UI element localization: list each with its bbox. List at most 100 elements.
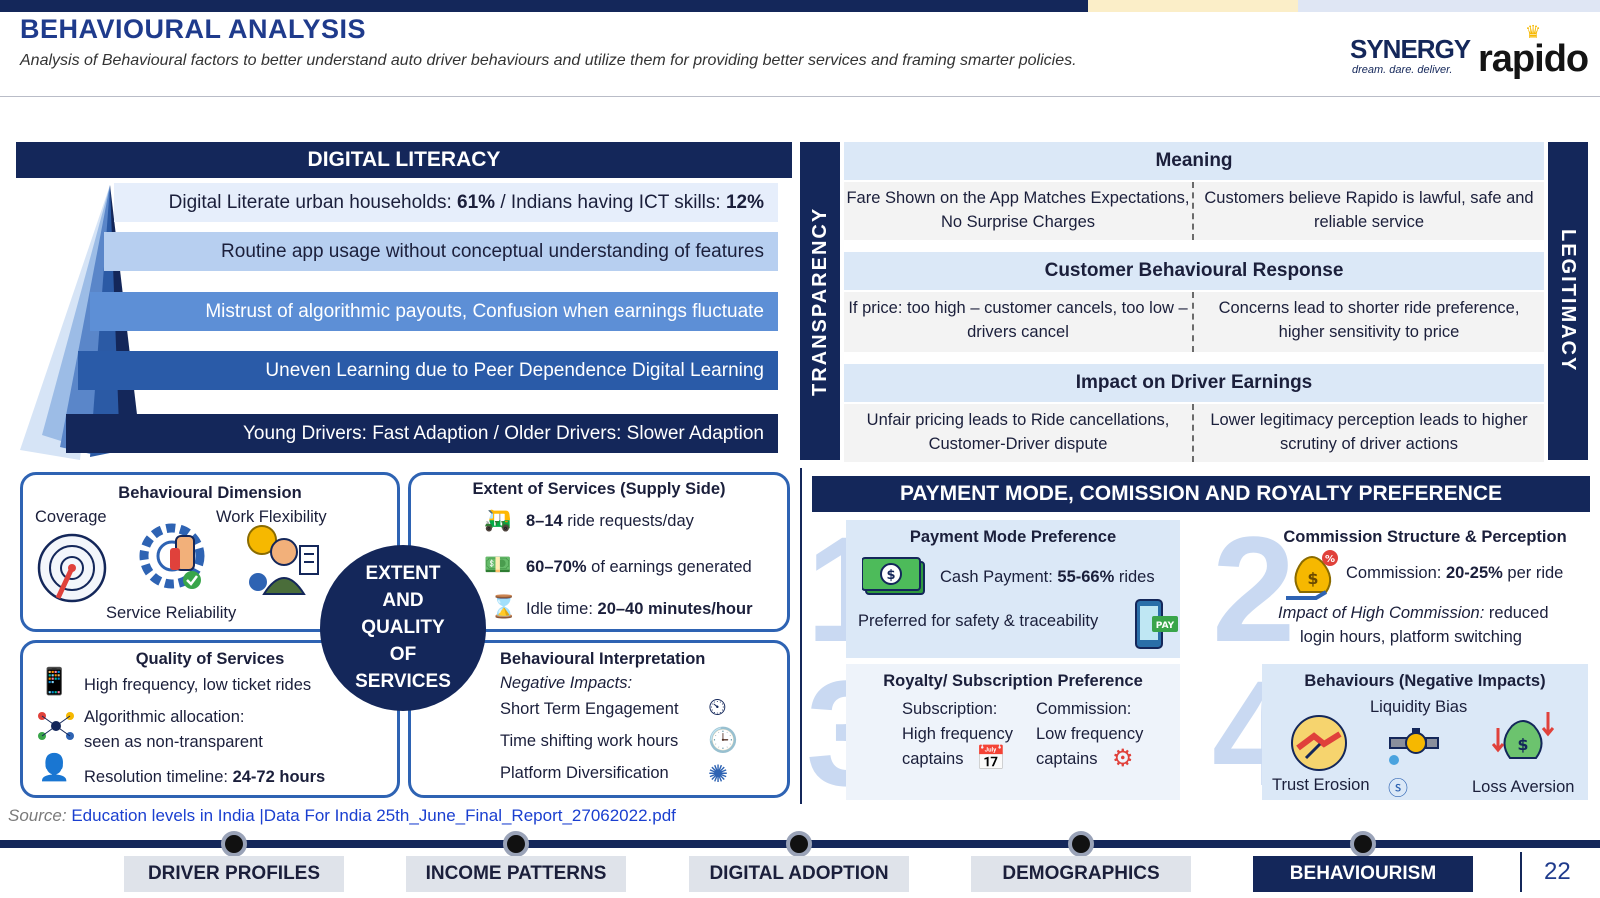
digital-literacy-row-5: Young Drivers: Fast Adaption / Older Dri… (66, 414, 778, 453)
source-link-data-for-india[interactable]: Education levels in India |Data For Indi… (71, 806, 372, 825)
trust-handshake-icon (1291, 715, 1347, 771)
dl-row1-mid: / Indians having ICT skills: (495, 192, 726, 213)
payment-mode-heading: Payment Mode Preference (909, 528, 1117, 546)
royalty-heading: Royalty/ Subscription Preference (883, 672, 1143, 690)
impact-transparency-cell: Unfair pricing leads to Ride cancellatio… (844, 404, 1192, 462)
synergy-logo: SYNERGY (1350, 34, 1471, 64)
cash-icon: $ (862, 557, 925, 595)
network-nodes-icon (38, 712, 74, 740)
timeline-dot-5 (1350, 831, 1376, 857)
hourglass-icon: ⌛ (490, 594, 518, 619)
clock-briefcase-icon: 🕒 (708, 727, 738, 754)
top-accent-bar-light (1298, 0, 1600, 12)
meaning-heading: Meaning (844, 142, 1544, 180)
work-flexibility-label: Work Flexibility (216, 508, 327, 526)
synergy-logo-tagline: dream. dare. deliver. (1352, 64, 1453, 76)
meaning-legitimacy-cell: Customers believe Rapido is lawful, safe… (1192, 182, 1544, 240)
quality-services-heading: Quality of Services (135, 650, 285, 668)
money-stack-icon: 💵 (484, 552, 512, 577)
liquidity-bias-label: Liquidity Bias (1370, 698, 1468, 716)
circle-line-2: AND (382, 590, 424, 611)
negative-behaviours-heading: Behaviours (Negative Impacts) (1304, 672, 1546, 690)
flexibility-gear-hand-icon (139, 523, 205, 589)
service-reliability-icon (247, 525, 319, 595)
mobile-pay-icon: PAY (1135, 599, 1178, 649)
quality-item-1: High frequency, low ticket rides (84, 676, 312, 694)
circle-line-1: EXTENT (365, 563, 441, 584)
payment-safety-text: Preferred for safety & traceability (858, 612, 1099, 630)
header-divider (0, 96, 1600, 97)
timeline-dot-4 (1068, 831, 1094, 857)
svg-text:PAY: PAY (1156, 621, 1175, 631)
loss-aversion-bag-icon: $ (1492, 712, 1554, 759)
crown-icon: ♛ (1525, 22, 1542, 42)
resolution-timeline-text: Resolution timeline: 24-72 hours (84, 768, 326, 786)
tab-driver-profiles[interactable]: DRIVER PROFILES (124, 856, 344, 892)
dl-row1-prefix: Digital Literate urban households: (168, 192, 458, 213)
subscription-line-2: captains (902, 750, 964, 768)
svg-text:$: $ (886, 568, 895, 583)
loss-aversion-label: Loss Aversion (1472, 778, 1575, 796)
page-title: BEHAVIOURAL ANALYSIS (20, 14, 367, 44)
tab-income-patterns[interactable]: INCOME PATTERNS (406, 856, 626, 892)
page-number-separator (1520, 852, 1522, 892)
dl-row1-value2: 12% (725, 192, 764, 213)
idle-time-text: Idle time: 20–40 minutes/hour (526, 600, 753, 618)
royalty-box (846, 664, 1180, 800)
timeline-dot-2 (503, 831, 529, 857)
gauge-icon: ⏲ (708, 694, 727, 721)
legitimacy-label: LEGITIMACY (1548, 142, 1588, 460)
circle-line-4: OF (389, 644, 417, 665)
trust-erosion-label: Trust Erosion (1272, 776, 1370, 794)
commission-impact-text: Impact of High Commission: reduced (1278, 604, 1549, 622)
source-label: Source: (8, 806, 67, 825)
section-divider (800, 468, 802, 804)
box2-number: 2 (1212, 505, 1296, 673)
page-subtitle: Analysis of Behavioural factors to bette… (20, 52, 1077, 69)
interpretation-item-3: Platform Diversification (500, 764, 669, 782)
liquidity-tap-icon (1389, 728, 1439, 765)
earnings-text: 60–70% of earnings generated (526, 558, 752, 576)
commission-heading: Commission Structure & Perception (1283, 528, 1567, 546)
dl-row1-value1: 61% (457, 192, 496, 213)
coverage-radar-icon (37, 533, 107, 603)
svg-text:$: $ (1517, 735, 1528, 754)
meaning-transparency-cell: Fare Shown on the App Matches Expectatio… (844, 182, 1192, 240)
digital-literacy-row-3: Mistrust of algorithmic payouts, Confusi… (90, 292, 778, 331)
interpretation-item-2: Time shifting work hours (500, 732, 679, 750)
circle-line-3: QUALITY (361, 617, 445, 638)
page-number: 22 (1544, 858, 1571, 885)
digital-literacy-row-1: Digital Literate urban households: 61% /… (114, 183, 778, 222)
behavioural-dimension-heading: Behavioural Dimension (118, 484, 302, 502)
subscription-head: Subscription: (902, 700, 998, 718)
money-bag-hand-icon: $ % (1286, 550, 1338, 600)
extent-services-heading: Extent of Services (Supply Side) (472, 480, 726, 498)
coverage-label: Coverage (35, 508, 107, 526)
digital-literacy-title: DIGITAL LITERACY (16, 142, 792, 178)
support-agent-icon: 👤 (38, 752, 71, 782)
tab-demographics[interactable]: DEMOGRAPHICS (971, 856, 1191, 892)
top-accent-bar-yellow (1088, 0, 1298, 12)
extent-quality-circle: EXTENT AND QUALITY OF SERVICES (320, 545, 486, 711)
coin-icon: ⓢ (1388, 778, 1408, 800)
tab-behaviourism[interactable]: BEHAVIOURISM (1253, 856, 1473, 892)
interpretation-subheading: Negative Impacts: (500, 674, 633, 692)
response-transparency-cell: If price: too high – customer cancels, t… (844, 292, 1192, 352)
service-reliability-label: Service Reliability (106, 604, 237, 622)
impact-legitimacy-cell: Lower legitimacy perception leads to hig… (1192, 404, 1544, 462)
quality-item-2b: seen as non-transparent (84, 733, 263, 751)
commission-rate-text: Commission: 20-25% per ride (1346, 564, 1564, 582)
tab-digital-adoption[interactable]: DIGITAL ADOPTION (689, 856, 909, 892)
subscription-line-1: High frequency (902, 725, 1013, 743)
svg-text:$: $ (1307, 569, 1318, 588)
commission-impact-text-2: login hours, platform switching (1300, 628, 1522, 646)
source-link-final-report[interactable]: 25th_June_Final_Report_27062022.pdf (376, 806, 676, 825)
phone-hand-icon: 📱 (38, 666, 71, 696)
quality-item-2a: Algorithmic allocation: (84, 708, 245, 726)
commission-line-2: captains (1036, 750, 1098, 768)
source-citation: Source: Education levels in India |Data … (8, 806, 676, 826)
top-accent-bar-navy (0, 0, 1088, 12)
percent-coin-icon: ⚙ (1112, 745, 1134, 772)
rapido-logo: rapido (1478, 38, 1589, 80)
auto-rickshaw-icon: 🛺 (484, 507, 512, 532)
